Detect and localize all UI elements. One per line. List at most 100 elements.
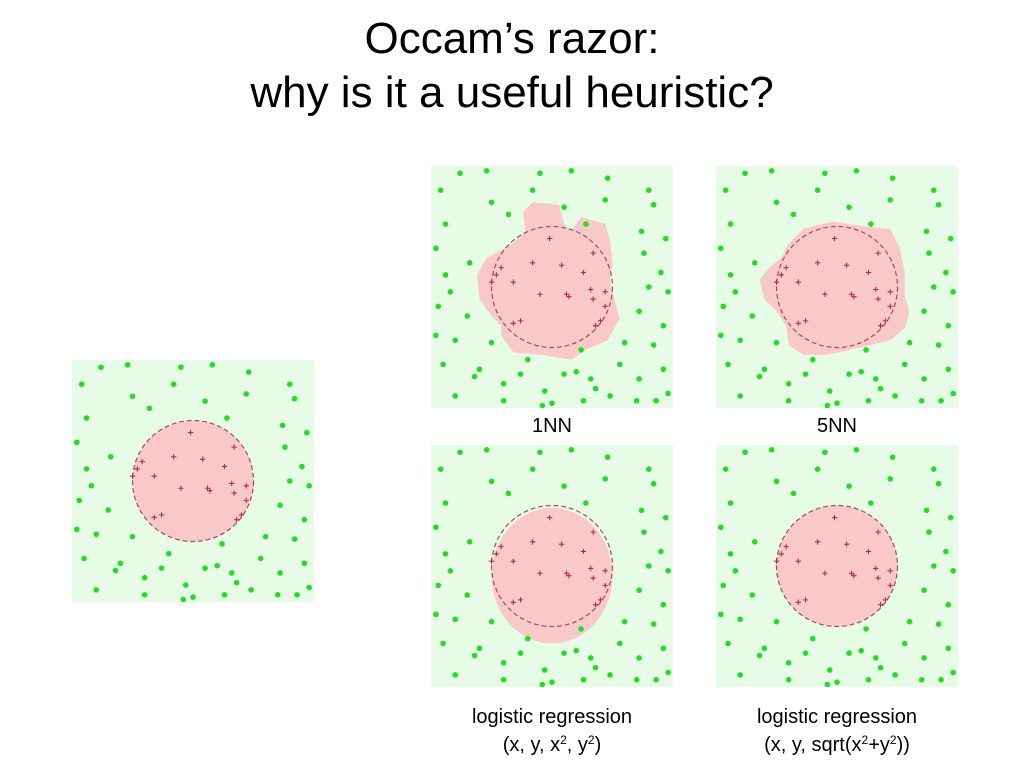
class-region: [476, 202, 620, 360]
positive-point: [243, 483, 249, 489]
label-lr-quadratic: logistic regression (x, y, x2, y2): [411, 703, 693, 759]
negative-point: [580, 397, 587, 404]
negative-point: [433, 611, 439, 618]
negative-point: [814, 187, 821, 193]
negative-point: [646, 563, 652, 569]
negative-point: [452, 337, 458, 344]
negative-point: [906, 618, 913, 625]
negative-point: [604, 454, 611, 460]
true-boundary: [490, 225, 614, 349]
negative-point: [865, 397, 872, 404]
positive-point: [602, 303, 608, 310]
negative-point: [853, 447, 860, 453]
negative-point: [926, 250, 932, 256]
negative-point: [923, 507, 930, 514]
positive-point: [139, 458, 145, 465]
negative-point: [921, 655, 927, 661]
negative-point: [587, 376, 594, 382]
negative-point: [824, 681, 831, 687]
negative-point: [865, 676, 872, 683]
negative-point: [129, 533, 136, 540]
positive-point: [559, 541, 565, 547]
negative-point: [892, 393, 898, 399]
positive-point: [588, 565, 594, 572]
negative-point: [483, 168, 490, 174]
positive-point: [207, 488, 213, 494]
negative-point: [947, 235, 954, 242]
positive-point: [592, 323, 599, 329]
negative-point: [646, 187, 652, 193]
negative-point: [158, 565, 165, 571]
positive-point: [580, 548, 587, 555]
positive-point: [873, 286, 879, 293]
positive-point: [831, 514, 838, 521]
true-boundary: [775, 504, 899, 628]
negative-point: [525, 356, 531, 363]
title-line-2: why is it a useful heuristic?: [250, 68, 774, 117]
positive-point: [529, 260, 536, 266]
positive-point: [795, 599, 801, 605]
negative-point: [433, 245, 439, 252]
positive-point: [546, 235, 553, 242]
negative-point: [180, 596, 187, 602]
negative-point: [887, 476, 894, 482]
negative-point: [853, 168, 860, 174]
negative-point: [737, 393, 743, 399]
negative-point: [221, 591, 228, 598]
class-region: [776, 505, 898, 627]
negative-point: [583, 221, 589, 227]
positive-point: [221, 463, 228, 470]
positive-point: [559, 262, 565, 268]
negative-point: [83, 466, 90, 472]
negative-point: [872, 655, 879, 661]
negative-point: [228, 570, 235, 576]
negative-point: [751, 260, 758, 266]
positive-point: [563, 291, 570, 297]
negative-point: [923, 228, 930, 235]
negative-point: [433, 524, 439, 531]
positive-point: [802, 318, 809, 324]
negative-point: [301, 516, 308, 523]
negative-point: [660, 322, 667, 329]
negative-point: [658, 269, 664, 276]
positive-point: [580, 269, 587, 276]
positive-point: [597, 597, 604, 603]
negative-point: [785, 660, 792, 666]
positive-point: [588, 286, 594, 293]
negative-point: [931, 284, 937, 290]
positive-point: [778, 272, 785, 278]
positive-point: [243, 497, 249, 504]
negative-point: [633, 676, 640, 683]
positive-point: [590, 529, 596, 535]
negative-point: [737, 337, 743, 344]
negative-point: [117, 560, 124, 567]
negative-point: [483, 447, 490, 453]
negative-point: [785, 381, 792, 387]
positive-point: [773, 558, 780, 564]
1nn-plot: [431, 166, 673, 408]
negative-point: [950, 390, 956, 397]
negative-point: [537, 449, 543, 456]
positive-point: [602, 289, 608, 295]
negative-point: [901, 640, 908, 647]
negative-point: [105, 507, 112, 513]
negative-point: [785, 397, 792, 404]
negative-point: [437, 187, 444, 193]
negative-point: [476, 366, 483, 373]
negative-point: [665, 289, 671, 295]
negative-point: [539, 402, 546, 408]
negative-point: [641, 529, 647, 535]
negative-point: [440, 361, 446, 368]
ground-truth-panel: [72, 360, 314, 602]
negative-point: [887, 197, 894, 203]
negative-point: [935, 621, 942, 627]
negative-point: [505, 490, 512, 497]
negative-point: [665, 390, 671, 397]
positive-point: [822, 570, 828, 576]
negative-point: [537, 170, 543, 177]
negative-point: [616, 361, 623, 368]
negative-point: [466, 260, 473, 266]
negative-point: [665, 568, 671, 574]
negative-point: [602, 476, 609, 482]
negative-point: [846, 650, 852, 656]
